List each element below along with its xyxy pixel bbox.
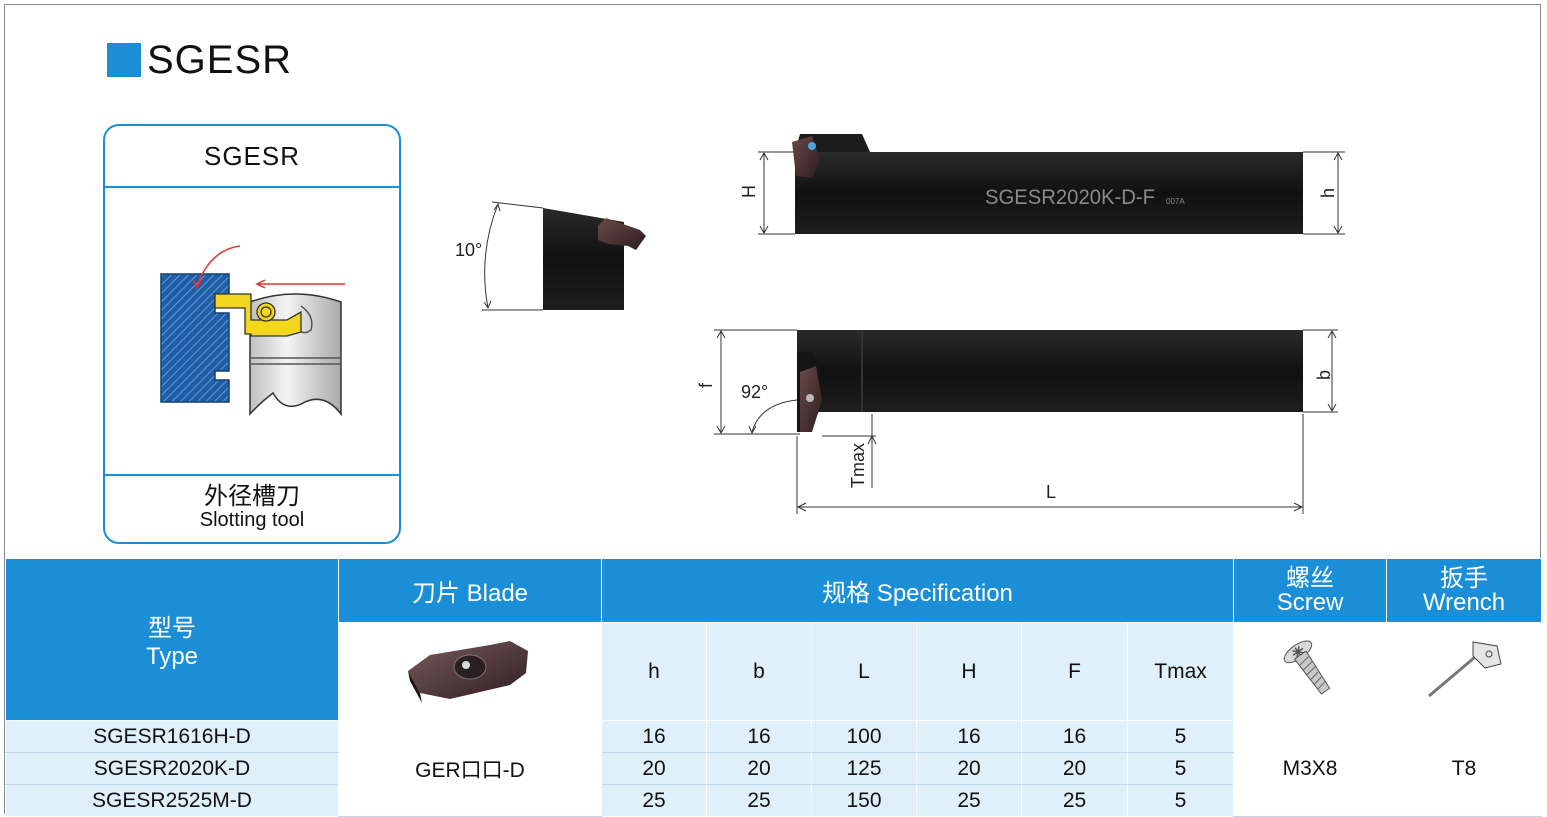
cell-0-F: 16 xyxy=(1021,720,1128,753)
cell-0-b: 16 xyxy=(706,720,812,753)
col-Tmax-header: Tmax xyxy=(1126,622,1235,721)
type-card: SGESR 外径槽刀 Slotting tool xyxy=(103,124,401,544)
angle-10: 10° xyxy=(455,240,482,260)
cell-2-Tmax: 5 xyxy=(1126,784,1235,817)
front-view: f 92° b Tmax L xyxy=(696,329,1338,514)
wrench-icon xyxy=(1428,640,1502,697)
cell-2-F: 25 xyxy=(1021,784,1128,817)
col-F-header: F xyxy=(1021,622,1128,721)
wrench-header-cn: 扳手 xyxy=(1440,564,1489,592)
type-header-en: Type xyxy=(145,643,199,670)
dim-H: H xyxy=(739,185,759,198)
blade-header: 刀片 Blade xyxy=(338,558,602,623)
cell-1-b: 20 xyxy=(706,752,812,785)
type-card-footer: 外径槽刀 Slotting tool xyxy=(105,474,399,542)
spec-header: 规格 Specification xyxy=(600,558,1235,623)
shank-marking: SGESR2020K-D-F xyxy=(985,186,1155,209)
title-text: SGESR xyxy=(147,37,293,82)
type-header-cn: 型号 xyxy=(148,615,196,642)
cell-1-h: 20 xyxy=(601,752,707,785)
type-cell-1: SGESR2020K-D xyxy=(5,752,339,785)
screw-header: 螺丝 Screw xyxy=(1233,558,1388,623)
footer-en: Slotting tool xyxy=(199,509,305,531)
cell-0-H: 16 xyxy=(916,720,1022,753)
col-L-header: L xyxy=(811,622,917,721)
screw-header-cn: 螺丝 xyxy=(1286,564,1335,592)
screw-image-cell xyxy=(1233,622,1388,721)
type-card-header: SGESR xyxy=(105,126,399,188)
blade-value: GER口口-D xyxy=(338,720,602,817)
spec-table: 型号 Type 刀片 Blade 规格 Specification 螺丝 Scr… xyxy=(5,558,1543,817)
type-cell-2: SGESR2525M-D xyxy=(5,784,339,817)
slotting-illustration xyxy=(160,245,345,417)
shank-small-marking: 007A xyxy=(1166,197,1185,206)
dim-Tmax: Tmax xyxy=(848,443,868,488)
cell-2-H: 25 xyxy=(916,784,1022,817)
side-view: 10° xyxy=(455,201,646,311)
cell-1-H: 20 xyxy=(916,752,1022,785)
cell-2-L: 150 xyxy=(811,784,917,817)
cell-2-b: 25 xyxy=(706,784,812,817)
blade-image-cell xyxy=(338,622,602,721)
type-cell-0: SGESR1616H-D xyxy=(5,720,339,753)
type-header: 型号 Type xyxy=(5,558,339,721)
dim-b: b xyxy=(1314,370,1334,380)
angle-92: 92° xyxy=(741,382,768,402)
dim-L: L xyxy=(1046,482,1056,502)
page-title: SGESR xyxy=(107,37,293,82)
wrench-value: T8 xyxy=(1386,720,1543,817)
screw-icon xyxy=(1283,639,1331,695)
cell-2-h: 25 xyxy=(601,784,707,817)
dim-h: h xyxy=(1318,188,1338,198)
footer-cn: 外径槽刀 xyxy=(204,483,300,510)
col-b-header: b xyxy=(706,622,812,721)
cell-1-F: 20 xyxy=(1021,752,1128,785)
tool-drawing: 10° SGESR2020K-D-F 007A H h f xyxy=(455,134,1345,514)
wrench-header-en: Wrench xyxy=(1422,588,1506,616)
screw-value: M3X8 xyxy=(1233,720,1388,817)
cell-1-L: 125 xyxy=(811,752,917,785)
blade-insert-icon xyxy=(408,640,528,703)
col-h-header: h xyxy=(601,622,707,721)
cell-1-Tmax: 5 xyxy=(1126,752,1235,785)
top-view: SGESR2020K-D-F 007A H h xyxy=(739,134,1345,235)
col-H-header: H xyxy=(916,622,1022,721)
wrench-image-cell xyxy=(1386,622,1543,721)
wrench-header: 扳手 Wrench xyxy=(1386,558,1543,623)
dim-f: f xyxy=(696,382,716,388)
screw-header-en: Screw xyxy=(1276,588,1344,616)
cell-0-Tmax: 5 xyxy=(1126,720,1235,753)
cell-0-L: 100 xyxy=(811,720,917,753)
title-square-icon xyxy=(107,43,141,77)
cell-0-h: 16 xyxy=(601,720,707,753)
